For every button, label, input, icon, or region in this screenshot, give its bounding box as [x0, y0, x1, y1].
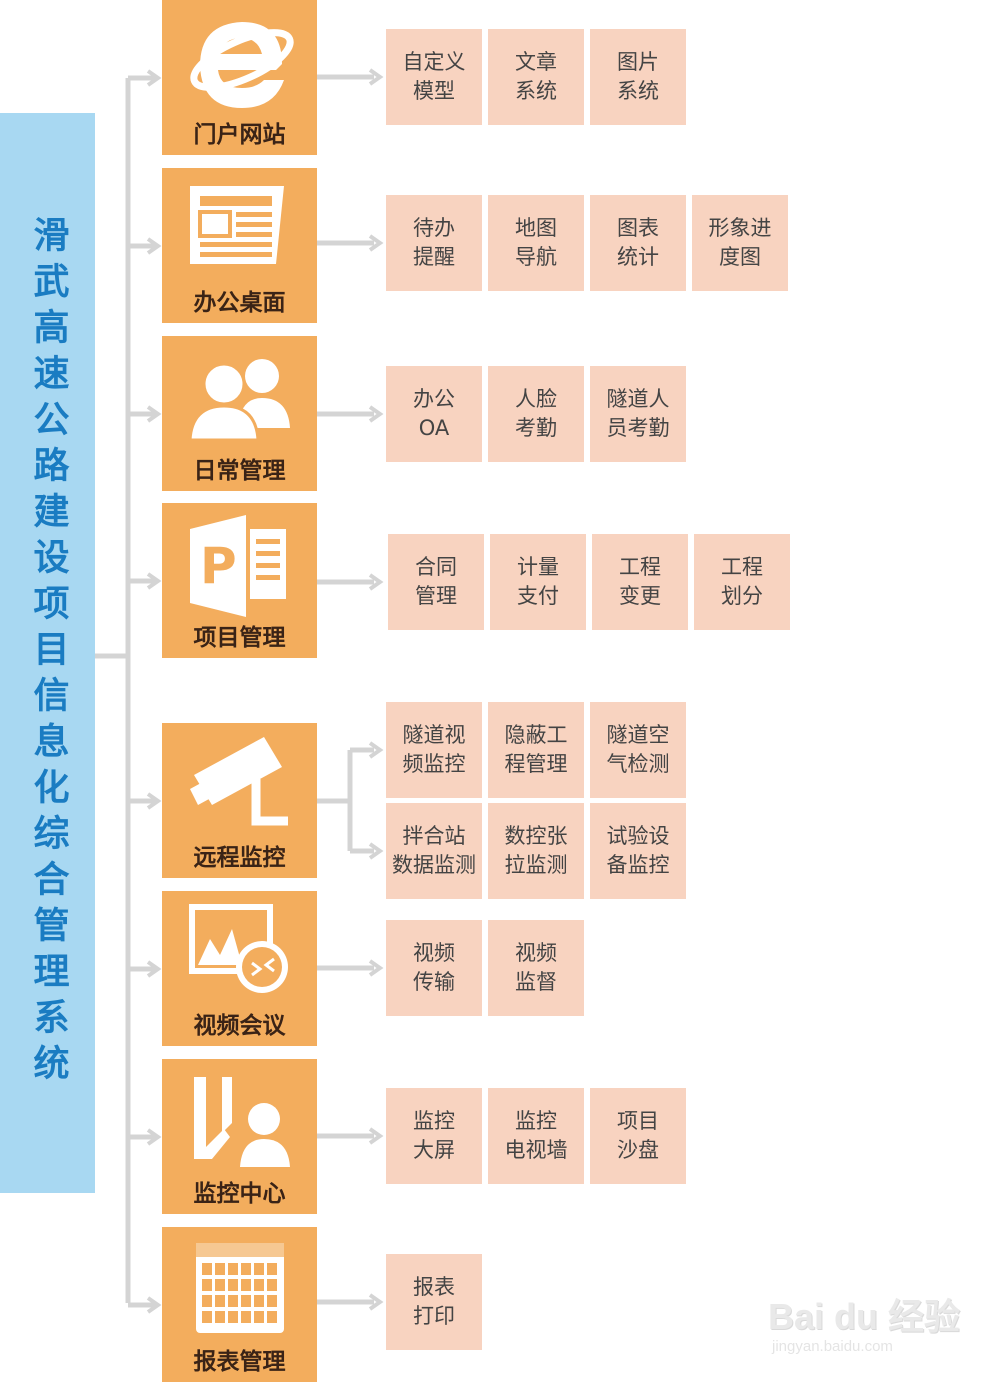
feature-arrow	[368, 959, 384, 977]
feature-item: 视频监督	[488, 920, 584, 1016]
feature-arrow	[368, 1127, 384, 1145]
module-card: P 项目管理	[162, 503, 317, 658]
system-title-bar: 滑武高速公路建设项目信息化综合管理系统	[0, 113, 95, 1193]
feature-item: 拌合站数据监测	[386, 803, 482, 899]
module-card: 门户网站	[162, 0, 317, 155]
feature-item: 文章系统	[488, 29, 584, 125]
feature-item: 隧道空气检测	[590, 702, 686, 798]
branch-arrow	[146, 69, 162, 87]
feature-item: 隐蔽工程管理	[488, 702, 584, 798]
module-card: 报表管理	[162, 1227, 317, 1382]
feature-item: 待办提醒	[386, 195, 482, 291]
feature-item: 视频传输	[386, 920, 482, 1016]
calendar-table-icon	[184, 1235, 295, 1341]
module-card: 监控中心	[162, 1059, 317, 1214]
security-camera-icon	[184, 731, 295, 837]
branch-arrow	[146, 792, 162, 810]
feature-item: 试验设备监控	[590, 803, 686, 899]
feature-item: 报表打印	[386, 1254, 482, 1350]
watermark-logo: Bai du 经验	[768, 1296, 961, 1337]
module-card: 办公桌面	[162, 168, 317, 323]
watermark-url: jingyan.baidu.com	[772, 1338, 893, 1355]
module-card: 日常管理	[162, 336, 317, 491]
branch-arrow	[146, 1128, 162, 1146]
feature-item: 监控电视墙	[488, 1088, 584, 1184]
branch-arrow	[146, 960, 162, 978]
feature-item: 图表统计	[590, 195, 686, 291]
module-label: 监控中心	[193, 1181, 286, 1207]
feature-item: 隧道视频监控	[386, 702, 482, 798]
feature-arrow	[368, 234, 384, 252]
feature-item: 工程划分	[694, 534, 790, 630]
feature-item: 项目沙盘	[590, 1088, 686, 1184]
module-label: 视频会议	[193, 1013, 286, 1039]
module-card: 视频会议	[162, 891, 317, 1046]
module-label: 门户网站	[193, 122, 286, 148]
branch-arrow	[146, 572, 162, 590]
user-monitor-icon	[184, 1067, 295, 1173]
users-icon	[184, 344, 295, 450]
feature-item: 工程变更	[592, 534, 688, 630]
module-label: 办公桌面	[193, 290, 286, 316]
feature-arrow	[368, 741, 384, 759]
feature-item: 人脸考勤	[488, 366, 584, 462]
branch-arrow	[146, 405, 162, 423]
module-label: 项目管理	[193, 625, 286, 651]
module-label: 远程监控	[193, 845, 286, 871]
module-label: 日常管理	[193, 458, 286, 484]
feature-arrow	[368, 405, 384, 423]
feature-item: 形象进度图	[692, 195, 788, 291]
feature-item: 监控大屏	[386, 1088, 482, 1184]
feature-item: 自定义模型	[386, 29, 482, 125]
feature-arrow	[368, 842, 384, 860]
feature-arrow	[368, 68, 384, 86]
branch-arrow	[146, 237, 162, 255]
module-label: 报表管理	[193, 1349, 286, 1375]
feature-item: 合同管理	[388, 534, 484, 630]
newspaper-icon	[184, 176, 295, 282]
feature-item: 地图导航	[488, 195, 584, 291]
branch-arrow	[146, 1296, 162, 1314]
svg-text:P: P	[200, 537, 237, 595]
feature-arrow	[368, 573, 384, 591]
baidu-jingyan-watermark: Bai du 经验 jingyan.baidu.com	[762, 1276, 982, 1366]
feature-item: 数控张拉监测	[488, 803, 584, 899]
module-card: 远程监控	[162, 723, 317, 878]
feature-arrow	[368, 1293, 384, 1311]
feature-item: 计量支付	[490, 534, 586, 630]
system-title: 滑武高速公路建设项目信息化综合管理系统	[27, 216, 69, 1090]
powerpoint-icon: P	[184, 511, 295, 617]
internet-explorer-icon	[184, 8, 295, 114]
feature-item: 隧道人员考勤	[590, 366, 686, 462]
feature-item: 图片系统	[590, 29, 686, 125]
remote-screen-icon	[184, 899, 295, 1005]
